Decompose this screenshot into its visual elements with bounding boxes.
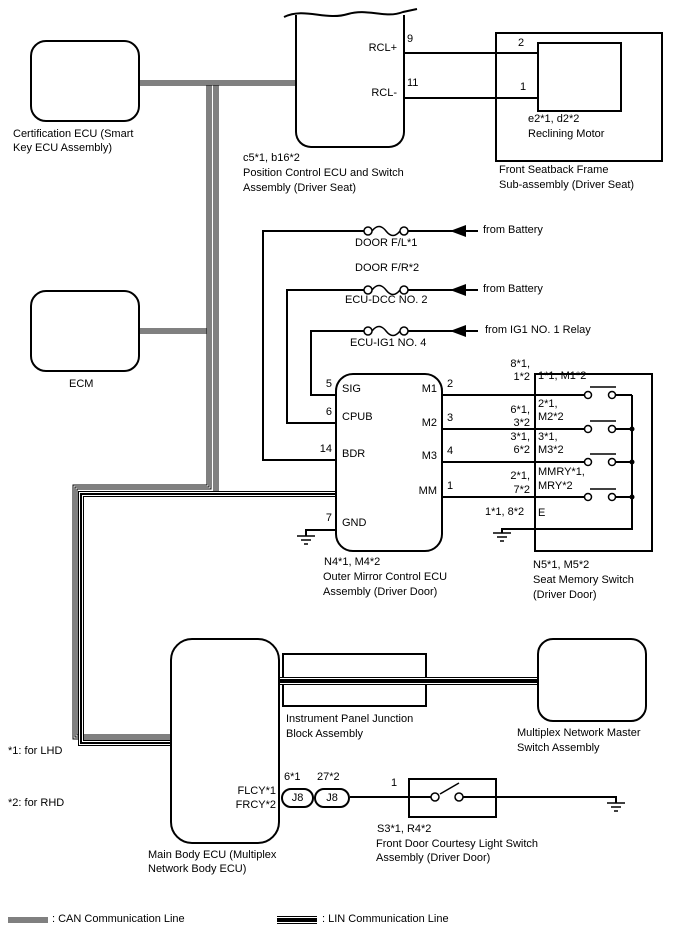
reclining-motor-code: e2*1, d2*2 [528,113,580,125]
memory-int-pin-1: 1*1, M1*2 [538,370,587,382]
fuse-door-fr-label: DOOR F/R*2 [355,262,420,274]
motor-pin-1: 1 [520,81,527,93]
memory-ext-pin-2a: 6*1, [510,404,530,416]
multiplex-network-master-switch-box [537,638,647,722]
mirror-pin-4: 4 [447,445,454,457]
memory-ext-pin-1b: 1*2 [513,371,530,383]
mirror-pin-bdr: BDR [342,448,366,460]
from-battery-label-2: from Battery [483,283,543,295]
certification-ecu-box [30,40,140,122]
mirror-pin-3: 3 [447,412,454,424]
mirror-ecu-ground [297,529,335,545]
mirror-pin-1: 1 [447,480,454,492]
position-control-ecu-box [295,15,405,148]
motor-pin-2: 2 [518,37,525,49]
fuse-ecu-dcc-label: ECU-DCC NO. 2 [345,294,428,306]
from-ig1-relay-label: from IG1 NO. 1 Relay [485,324,591,336]
mirror-pin-m3: M3 [421,450,437,462]
reclining-motor-label: Reclining Motor [528,128,605,140]
outer-mirror-control-ecu-box [335,373,443,552]
memory-int-pin-4b: MRY*2 [538,480,573,492]
reclining-motor-box [537,42,622,112]
j8-connector-2: J8 [314,788,350,808]
j8-connector-1: J8 [281,788,314,808]
ecm-box [30,290,140,372]
multiplex-switch-label-2: Switch Assembly [517,742,600,754]
courtesy-switch-code: S3*1, R4*2 [377,823,432,835]
mirror-pin-cpub: CPUB [342,411,373,423]
mirror-pin-mm: MM [418,485,437,497]
mirror-pin-7: 7 [325,512,332,524]
seatback-frame-label: Front Seatback Frame [499,164,609,176]
mirror-pin-2: 2 [447,378,454,390]
memory-switch-label: Seat Memory Switch [533,574,634,586]
memory-ext-pin-3b: 6*2 [513,444,530,456]
memory-int-pin-2b: M2*2 [538,411,564,423]
mirror-pin-gnd: GND [342,517,367,529]
mirror-pin-5: 5 [325,378,332,390]
courtesy-pin-1: 1 [391,777,398,789]
main-body-ecu-label: Main Body ECU (Multiplex [148,849,277,861]
courtesy-light-switch-box [408,778,497,818]
memory-ext-pin-e: 1*1, 8*2 [485,506,525,518]
note-lhd: *1: for LHD [8,745,63,757]
legend-can-label: : CAN Communication Line [52,913,185,925]
ecm-label: ECM [69,378,94,390]
junction-block-label-2: Block Assembly [286,728,364,740]
mirror-ecu-label-2: Assembly (Driver Door) [323,586,438,598]
j8-pin-27: 27*2 [317,771,340,783]
pin-label-rcl-minus: RCL- [371,87,397,99]
memory-switch-code: N5*1, M5*2 [533,559,590,571]
multiplex-switch-label: Multiplex Network Master [517,727,641,739]
memory-int-pin-4a: MMRY*1, [538,466,585,478]
certification-ecu-label-2: Key ECU Assembly) [13,142,113,154]
mirror-pin-m1: M1 [421,383,437,395]
fuse-ecu-ig1-label: ECU-IG1 NO. 4 [350,337,427,349]
main-body-ecu-label-2: Network Body ECU) [148,863,247,875]
memory-int-pin-2a: 2*1, [538,398,558,410]
pin-label-rcl-plus: RCL+ [368,42,397,54]
fuse-door-fl-label: DOOR F/L*1 [355,237,418,249]
j8-pin-6: 6*1 [284,771,301,783]
mirror-pin-m2: M2 [421,417,437,429]
memory-int-pin-3b: M3*2 [538,444,564,456]
pin-number-9: 9 [407,33,414,45]
courtesy-switch-label: Front Door Courtesy Light Switch [376,838,539,850]
memory-ext-pin-4a: 2*1, [510,470,530,482]
legend-lin-label: : LIN Communication Line [322,913,449,925]
seatback-frame-label-2: Sub-assembly (Driver Seat) [499,179,635,191]
memory-ext-pin-3a: 3*1, [510,431,530,443]
mirror-ecu-label: Outer Mirror Control ECU [323,571,448,583]
mirror-pin-6: 6 [325,406,332,418]
mirror-pin-14: 14 [319,443,332,455]
courtesy-switch-label-2: Assembly (Driver Door) [376,852,491,864]
mirror-pin-sig: SIG [342,383,361,395]
memory-int-pin-e: E [538,507,546,519]
position-ecu-label: Position Control ECU and Switch [243,167,404,179]
memory-switch-label-2: (Driver Door) [533,589,597,601]
certification-ecu-label: Certification ECU (Smart [13,128,134,140]
memory-int-pin-3a: 3*1, [538,431,558,443]
memory-ext-pin-2b: 3*2 [513,417,530,429]
memory-ext-pin-4b: 7*2 [513,484,530,496]
position-ecu-label-2: Assembly (Driver Seat) [243,182,357,194]
pin-number-11: 11 [407,77,419,89]
memory-ext-pin-1a: 8*1, [510,358,530,370]
mirror-ecu-code: N4*1, M4*2 [324,556,381,568]
note-rhd: *2: for RHD [8,797,65,809]
instrument-panel-junction-block-box [282,653,427,707]
mainbody-pin-flcy: FLCY*1 [237,785,276,797]
position-ecu-code: c5*1, b16*2 [243,152,300,164]
from-battery-label-1: from Battery [483,224,543,236]
mainbody-pin-frcy: FRCY*2 [235,799,276,811]
junction-block-label: Instrument Panel Junction [286,713,414,725]
main-body-ecu-box [170,638,280,844]
